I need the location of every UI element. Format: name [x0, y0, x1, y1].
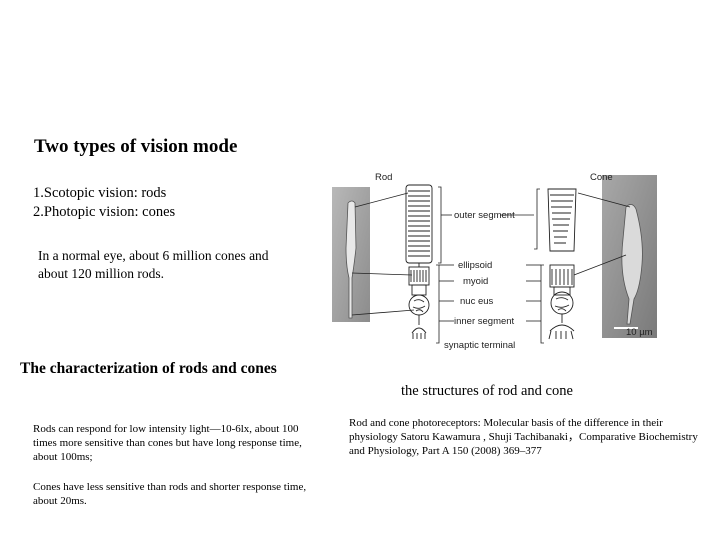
outer-segment-label: outer segment	[454, 210, 515, 221]
rod-cone-figure: 10 µm Rod Cone	[330, 165, 660, 355]
ellipsoid-label: ellipsoid	[458, 260, 492, 271]
rod-schematic	[405, 184, 433, 339]
list-item-photopic: 2.Photopic vision: cones	[33, 204, 176, 220]
label-leaders	[351, 186, 631, 344]
count-note: In a normal eye, about 6 million cones a…	[38, 248, 269, 281]
cone-label: Cone	[590, 172, 613, 183]
rod-micrograph	[332, 187, 370, 322]
figure-caption: the structures of rod and cone	[401, 383, 573, 399]
rod-label: Rod	[375, 172, 392, 183]
vision-mode-list: 1.Scotopic vision: rods 2.Photopic visio…	[33, 184, 175, 222]
nucleus-label: nuc eus	[460, 296, 494, 307]
synaptic-terminal-label: synaptic terminal	[444, 340, 515, 351]
scale-bar	[614, 327, 638, 329]
inner-segment-label: inner segment	[454, 316, 515, 327]
list-item-scotopic: 1.Scotopic vision: rods	[33, 185, 167, 201]
scale-bar-label: 10 µm	[626, 327, 653, 338]
rods-paragraph: Rods can respond for low intensity light…	[33, 423, 302, 463]
slide-title: Two types of vision mode	[34, 136, 238, 157]
characterization-heading: The characterization of rods and cones	[20, 360, 277, 377]
citation-paragraph: Rod and cone photoreceptors: Molecular b…	[349, 417, 698, 457]
myoid-label: myoid	[463, 276, 488, 287]
cone-schematic	[547, 188, 577, 340]
cone-micrograph: 10 µm	[602, 175, 657, 338]
cones-paragraph: Cones have less sensitive than rods and …	[33, 481, 307, 507]
